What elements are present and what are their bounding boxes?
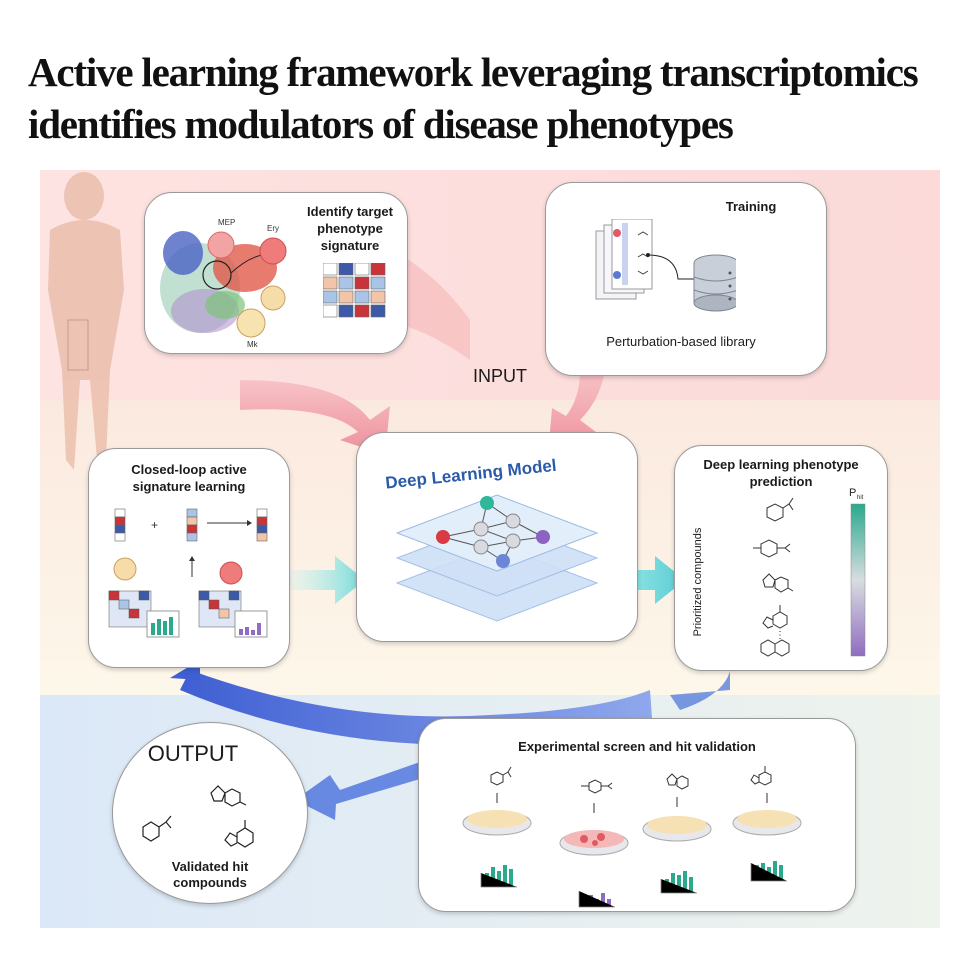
ery-label: Ery — [267, 224, 279, 233]
database-icon — [693, 254, 736, 312]
training-card: Training — [545, 182, 827, 376]
identify-signature-card: MEP Ery Mk Identify target phenotype sig… — [144, 192, 408, 354]
molecule-icon — [753, 497, 794, 657]
p-hit-label: P — [849, 487, 856, 499]
closed-loop-heading: Closed-loop active signature learning — [131, 462, 247, 494]
experimental-screen-card: Experimental screen and hit validation — [418, 718, 856, 912]
diagram-area: MEP Ery Mk Identify target phenotype sig… — [40, 170, 940, 928]
identify-heading: Identify target phenotype signature — [307, 204, 393, 253]
closed-loop-card: Closed-loop active signature learning + — [88, 448, 290, 668]
mep-label: MEP — [218, 218, 235, 227]
human-silhouette-icon — [48, 172, 124, 470]
signature-heatmap — [323, 263, 386, 318]
umap-cluster-icon: MEP Ery Mk — [160, 218, 287, 349]
neural-network-icon: Deep Learning Model — [384, 456, 599, 622]
training-heading: Training — [725, 199, 777, 214]
prediction-card: Deep learning phenotype prediction Prior… — [674, 445, 888, 671]
prediction-heading: Deep learning phenotype prediction — [703, 457, 859, 489]
p-hit-subscript: hit — [857, 495, 864, 501]
svg-text:+: + — [151, 518, 158, 532]
library-label: Perturbation-based library — [606, 334, 756, 349]
active-learning-graphic: + — [108, 508, 268, 638]
perturbation-library-graphic — [595, 219, 736, 312]
compound-ranking-graphic: ⋮ P hit — [753, 487, 866, 657]
deep-learning-model-card: Deep Learning Model — [356, 432, 638, 642]
screen-graphic — [462, 766, 802, 908]
figure-title: Active learning framework leveraging tra… — [28, 49, 919, 147]
ellipsis-dots: ⋮ — [775, 630, 785, 641]
bar-chart-icon — [151, 617, 173, 635]
output-label: OUTPUT — [147, 741, 239, 766]
screen-heading: Experimental screen and hit validation — [518, 739, 756, 754]
petri-dish-icon — [462, 810, 802, 856]
output-circle: OUTPUT Validated hit compounds — [112, 722, 308, 904]
input-label: INPUT — [473, 366, 527, 386]
model-title: Deep Learning Model — [384, 456, 557, 493]
validated-label: Validated hit compounds — [171, 859, 249, 890]
validated-compounds-graphic — [142, 785, 254, 848]
mk-label: Mk — [247, 340, 259, 349]
